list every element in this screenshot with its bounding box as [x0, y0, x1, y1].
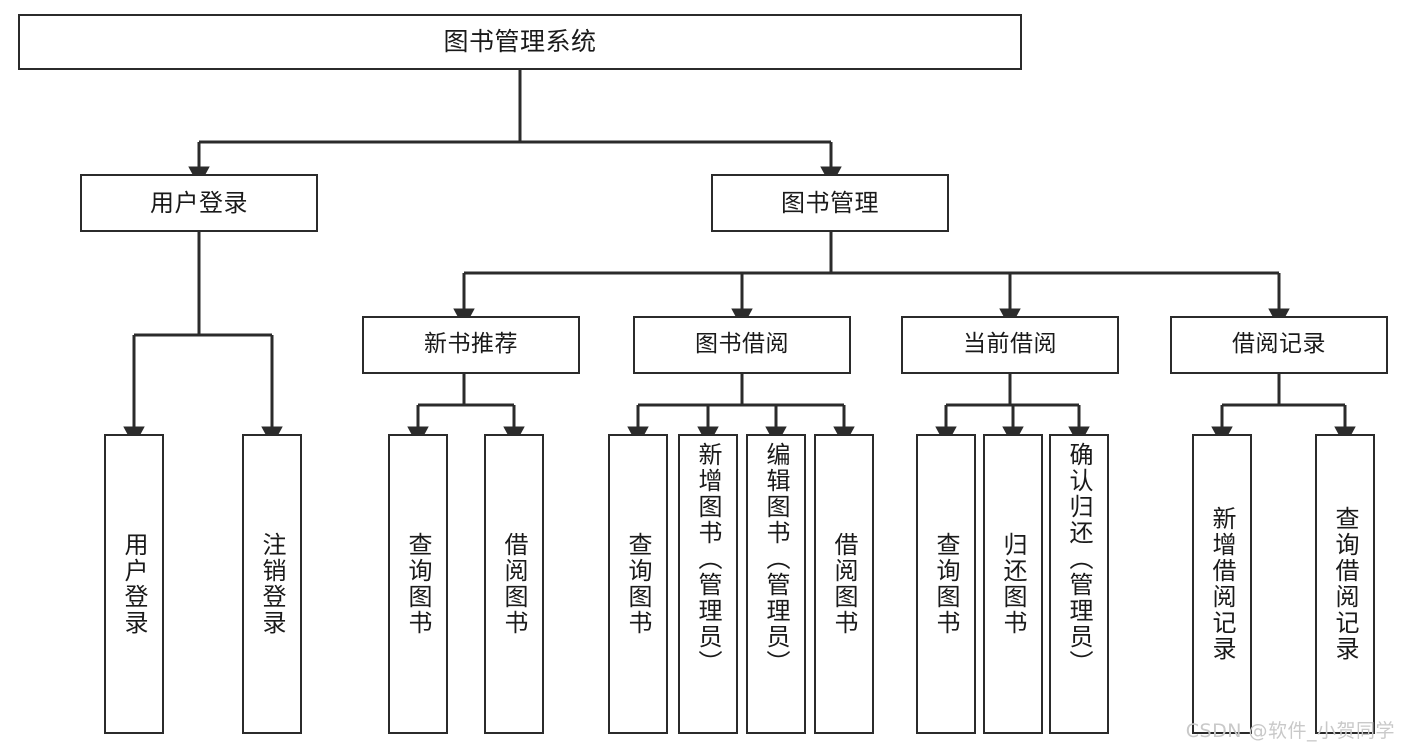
- node-book-manage-label: 图书管理: [781, 188, 879, 217]
- node-leaf-user-login[interactable]: 用户登录: [104, 434, 164, 734]
- node-leaf-borrow-book-1[interactable]: 借阅图书: [484, 434, 544, 734]
- node-leaf-borrow-book-2-label: 借阅图书: [830, 532, 858, 636]
- node-user-login[interactable]: 用户登录: [80, 174, 318, 232]
- node-leaf-add-book[interactable]: 新增图书（管理员）: [678, 434, 738, 734]
- node-book-borrow-label: 图书借阅: [695, 331, 789, 358]
- node-root-label: 图书管理系统: [443, 27, 597, 57]
- node-new-book-recommend-label: 新书推荐: [424, 331, 518, 358]
- node-leaf-query-book-2-label: 查询图书: [624, 532, 652, 636]
- node-leaf-add-book-label: 新增图书（管理员）: [694, 442, 722, 676]
- node-leaf-user-logout-label: 注销登录: [258, 532, 286, 636]
- node-current-borrow-label: 当前借阅: [963, 331, 1057, 358]
- node-leaf-add-record[interactable]: 新增借阅记录: [1192, 434, 1252, 734]
- node-leaf-user-logout[interactable]: 注销登录: [242, 434, 302, 734]
- node-leaf-query-book-3-label: 查询图书: [932, 532, 960, 636]
- node-leaf-borrow-book-1-label: 借阅图书: [500, 532, 528, 636]
- node-new-book-recommend[interactable]: 新书推荐: [362, 316, 580, 374]
- watermark-text: CSDN @软件_小贺同学: [1185, 720, 1395, 742]
- node-leaf-confirm-return[interactable]: 确认归还（管理员）: [1049, 434, 1109, 734]
- node-book-manage[interactable]: 图书管理: [711, 174, 949, 232]
- node-leaf-return-book[interactable]: 归还图书: [983, 434, 1043, 734]
- node-leaf-query-book-1[interactable]: 查询图书: [388, 434, 448, 734]
- node-leaf-add-record-label: 新增借阅记录: [1208, 506, 1236, 662]
- node-leaf-edit-book[interactable]: 编辑图书（管理员）: [746, 434, 806, 734]
- node-leaf-edit-book-label: 编辑图书（管理员）: [762, 442, 790, 676]
- node-leaf-return-book-label: 归还图书: [999, 532, 1027, 636]
- node-leaf-query-book-3[interactable]: 查询图书: [916, 434, 976, 734]
- node-borrow-record-label: 借阅记录: [1232, 331, 1326, 358]
- node-leaf-query-book-1-label: 查询图书: [404, 532, 432, 636]
- node-leaf-user-login-label: 用户登录: [120, 532, 148, 636]
- node-leaf-query-record-label: 查询借阅记录: [1331, 506, 1359, 662]
- node-leaf-confirm-return-label: 确认归还（管理员）: [1065, 442, 1093, 676]
- node-current-borrow[interactable]: 当前借阅: [901, 316, 1119, 374]
- node-leaf-borrow-book-2[interactable]: 借阅图书: [814, 434, 874, 734]
- node-book-borrow[interactable]: 图书借阅: [633, 316, 851, 374]
- node-user-login-label: 用户登录: [150, 188, 248, 217]
- node-root[interactable]: 图书管理系统: [18, 14, 1022, 70]
- node-borrow-record[interactable]: 借阅记录: [1170, 316, 1388, 374]
- node-leaf-query-book-2[interactable]: 查询图书: [608, 434, 668, 734]
- node-leaf-query-record[interactable]: 查询借阅记录: [1315, 434, 1375, 734]
